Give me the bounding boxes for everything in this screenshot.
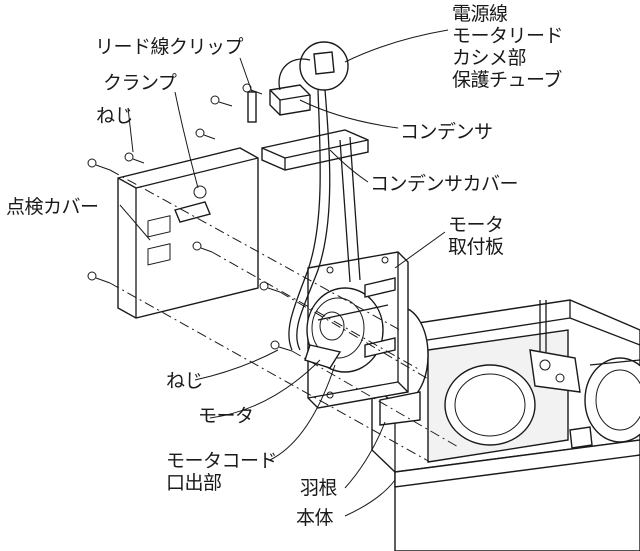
label-screw-bottom: ねじ	[166, 370, 204, 392]
label-screw-top: ねじ	[96, 105, 134, 127]
label-clamp: クランプ	[103, 72, 177, 94]
label-power-cable: 電源線	[452, 3, 508, 25]
label-capacitor: コンデンサ	[400, 121, 493, 143]
leader-lines	[119, 29, 449, 517]
power-cable	[278, 41, 349, 351]
label-motor-mount-plate: モータ 取付板	[448, 214, 504, 258]
inspection-cover	[117, 147, 259, 319]
label-lead-wire-clip: リード線クリップ	[95, 36, 244, 58]
assembly-guide-lines	[109, 169, 461, 463]
label-motor: モータ	[198, 405, 254, 427]
lead-wire-clip	[247, 91, 257, 123]
screws	[87, 83, 293, 352]
label-motor-lead-caulk-tube: モータリード カシメ部 保護チューブ	[452, 25, 564, 91]
main-body-housing	[371, 299, 640, 551]
capacitor-cover	[261, 129, 369, 283]
label-motor-cord-outlet: モータコード 口出部	[166, 450, 278, 494]
label-main-body: 本体	[296, 507, 334, 529]
label-capacitor-cover: コンデンサカバー	[370, 173, 519, 195]
label-impeller: 羽根	[300, 477, 338, 499]
capacitor-part	[269, 84, 311, 116]
label-inspection-cover: 点検カバー	[6, 196, 99, 218]
